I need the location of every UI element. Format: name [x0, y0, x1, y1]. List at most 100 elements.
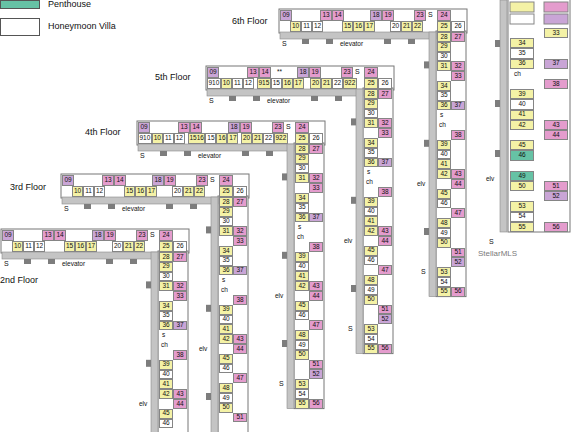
- room-number: 45: [222, 355, 229, 362]
- room-number: 35: [440, 92, 447, 99]
- room-cell: 12: [243, 78, 254, 89]
- room-number: 54: [440, 279, 447, 286]
- room-cell: 34: [219, 246, 233, 256]
- room-cell: 16: [216, 133, 227, 144]
- stair-block: [326, 39, 333, 44]
- room-number: 40: [518, 101, 525, 108]
- room-cell: 50: [219, 403, 233, 413]
- room-number: 53: [367, 326, 374, 333]
- room-number: 34: [440, 83, 447, 90]
- room-number: 17: [148, 188, 155, 195]
- room-cell: 23: [341, 67, 353, 78]
- room-cell: 36: [510, 59, 534, 69]
- room-number: 26: [454, 23, 461, 30]
- room-cell: 37: [173, 321, 187, 331]
- room-number: 11: [165, 135, 172, 142]
- room-cell: 52: [378, 314, 392, 324]
- room-number: 37: [176, 322, 183, 329]
- room-cell: 17: [364, 21, 375, 32]
- room-cell-edge: [510, 2, 534, 12]
- room-cell: 41: [295, 271, 309, 281]
- room-cell: 46: [159, 419, 173, 429]
- room-cell: 35: [437, 91, 451, 101]
- floor-wing: [1, 229, 189, 253]
- room-cell: 52: [451, 257, 465, 267]
- legend-swatch: [0, 18, 40, 36]
- room-number: 43: [176, 391, 183, 398]
- room-number: 23: [198, 177, 205, 184]
- elevator-label: elevator: [198, 152, 221, 159]
- room-cell: 52: [309, 369, 323, 379]
- room-cell: 22: [412, 21, 423, 32]
- room-cell: 35: [295, 203, 309, 213]
- corridor: [356, 89, 363, 354]
- room-number: 45: [518, 142, 525, 149]
- chute-label: ch: [514, 70, 521, 77]
- room-cell: 45: [159, 409, 173, 419]
- room-cell: 19: [240, 122, 252, 133]
- room-number: 50: [440, 239, 447, 246]
- room-cell: 20: [310, 78, 321, 89]
- room-cell: 27: [309, 144, 323, 154]
- room-number: 43: [552, 122, 559, 129]
- room-number: 17: [366, 23, 373, 30]
- floor-label: 4th Floor: [85, 128, 121, 138]
- room-cell: 33: [173, 291, 187, 301]
- room-cell: 22: [332, 78, 343, 89]
- room-number: 34: [518, 40, 525, 47]
- room-number: 32: [176, 283, 183, 290]
- room-number: 32: [236, 228, 243, 235]
- room-cell: 39: [159, 360, 173, 370]
- room-number: 52: [454, 259, 461, 266]
- room-cell: 27: [378, 89, 392, 99]
- room-number: 33: [552, 30, 559, 37]
- room-number: 20: [243, 135, 250, 142]
- room-cell: 27: [233, 197, 247, 207]
- floor-wing: [61, 174, 249, 198]
- room-cell: 26: [451, 21, 465, 32]
- room-cell: 28: [295, 144, 309, 154]
- room-number: 45: [367, 247, 374, 254]
- room-cell: 32: [378, 118, 392, 128]
- room-cell: 37: [451, 101, 465, 111]
- room-cell: 53: [295, 379, 309, 389]
- room-cell: 910: [207, 78, 221, 89]
- room-cell: 25: [364, 78, 378, 89]
- room-cell: 32: [233, 226, 247, 236]
- room-cell: 47: [378, 265, 392, 275]
- room-number: 49: [440, 230, 447, 237]
- room-number: 37: [454, 102, 461, 109]
- legend-text: Honeymoon Villa: [48, 22, 116, 32]
- room-cell: 10: [152, 133, 163, 144]
- room-cell: 36: [295, 213, 309, 223]
- stair-label: S: [282, 40, 287, 48]
- room-number: 25: [162, 243, 169, 250]
- room-number: 22: [414, 23, 421, 30]
- room-number: 38: [176, 352, 183, 359]
- room-number: 25: [367, 80, 374, 87]
- room-number: 44: [312, 293, 319, 300]
- room-cell: 21: [401, 21, 412, 32]
- room-number: 56: [381, 345, 388, 352]
- floor-label: 2nd Floor: [0, 276, 38, 286]
- floor-label: 6th Floor: [232, 17, 268, 27]
- room-number: 23: [343, 69, 350, 76]
- room-number: 19: [166, 177, 173, 184]
- room-number: 15: [207, 135, 214, 142]
- room-number: 39: [162, 361, 169, 368]
- room-number: 17: [88, 243, 95, 250]
- room-number: 922: [345, 80, 356, 87]
- room-number: 28: [440, 34, 447, 41]
- elevator-label: elv: [417, 180, 425, 187]
- room-number: 50: [298, 351, 305, 358]
- room-number: 14: [56, 232, 63, 239]
- room-cell: 47: [233, 373, 247, 383]
- room-number: 49: [367, 287, 374, 294]
- chute-label: ch: [161, 341, 168, 348]
- room-cell: 53: [364, 324, 378, 334]
- room-cell: 54: [437, 277, 451, 287]
- room-cell: 19: [164, 175, 176, 186]
- room-cell: 50: [510, 181, 534, 191]
- room-cell: 51: [233, 413, 247, 423]
- stair-block: [130, 259, 137, 264]
